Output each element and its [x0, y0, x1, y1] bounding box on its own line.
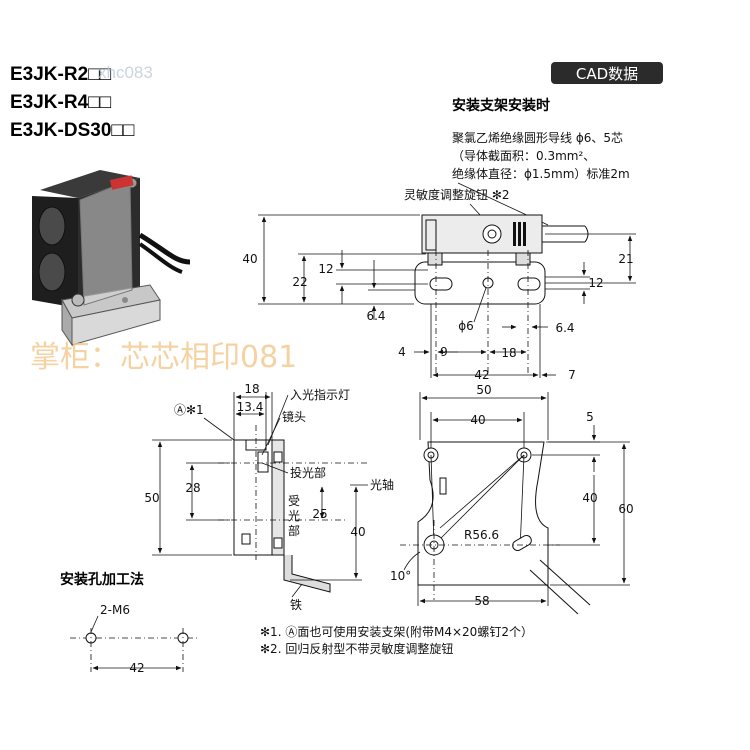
section-holes-title: 安装孔加工法 — [60, 571, 144, 588]
dim-bracket-50: 50 — [476, 383, 491, 397]
optical-axis-label: 光轴 — [370, 477, 394, 492]
dim-front-12-left: 12 — [318, 262, 333, 276]
sensitivity-knob-label: 灵敏度调整旋钮 ✻2 — [404, 187, 510, 202]
cad-badge[interactable] — [551, 62, 663, 84]
note-2: ✻2. 回归反射型不带灵敏度调整旋钮 — [260, 641, 453, 656]
dim-front-42: 42 — [474, 368, 489, 382]
dim-holes-42: 42 — [129, 661, 144, 675]
front-dimensions: 40 22 12 6.4 21 12 6.4 ϕ6 4 9 — [242, 214, 636, 382]
model-title-2: E3JK-R4□□ — [10, 92, 112, 113]
watermark-middle: 掌柜：芯芯相印081 — [30, 340, 297, 375]
dim-front-6-4-right: 6.4 — [555, 321, 574, 335]
cable-note-line2: （导体截面积：0.3mm²、 — [452, 149, 595, 163]
dim-front-7: 7 — [568, 368, 576, 382]
angle-label: 10° — [390, 569, 411, 583]
dim-front-40: 40 — [242, 252, 257, 266]
dim-front-6-4-left: 6.4 — [366, 309, 385, 323]
cable-note-line1: 聚氯乙烯绝缘圆形导线 ϕ6、5芯 — [452, 130, 623, 145]
side-dimensions: 18 13.4 Ⓐ✻1 入光指示灯 镜头 50 28 投光部 光轴 受 光 部 … — [144, 382, 394, 612]
dim-side-18: 18 — [244, 382, 259, 396]
dim-front-4: 4 — [398, 345, 406, 359]
dim-side-28: 28 — [185, 481, 200, 495]
dim-bracket-40-vertical: 40 — [582, 491, 597, 505]
dim-bracket-5: 5 — [586, 410, 594, 424]
cad-badge-label: CAD数据 — [576, 65, 638, 83]
model-title-3: E3JK-DS30□□ — [10, 120, 135, 141]
front-view — [414, 214, 589, 375]
dim-bracket-60: 60 — [618, 502, 633, 516]
receiver-label-2: 光 — [288, 509, 300, 523]
bracket-dimensions: 50 40 5 40 60 58 R56.6 10° — [390, 383, 634, 608]
receiver-label-3: 部 — [288, 523, 300, 538]
radius-label: R56.6 — [464, 528, 499, 542]
holes-label: 2-M6 — [100, 603, 130, 617]
dim-front-12-right: 12 — [588, 276, 603, 290]
iron-label: 铁 — [290, 598, 302, 612]
hole-diagram: 2-M6 42 — [70, 603, 200, 675]
watermark-top: xhc083 — [98, 63, 153, 82]
note-1: ✻1. Ⓐ面也可使用安装支架(附带M4×20螺钉2个） — [260, 624, 533, 639]
emitter-label: 投光部 — [290, 465, 326, 480]
dim-front-dia6: ϕ6 — [458, 319, 474, 333]
product-photo — [32, 170, 191, 347]
dim-front-22: 22 — [292, 275, 307, 289]
receiver-label-1: 受 — [288, 494, 300, 508]
dim-side-50: 50 — [144, 491, 159, 505]
dim-front-9: 9 — [440, 345, 448, 359]
dim-front-18: 18 — [501, 346, 516, 360]
face-a-label: Ⓐ✻1 — [174, 403, 204, 417]
model-title-1: E3JK-R2□□ — [10, 64, 112, 85]
dim-side-40: 40 — [350, 525, 365, 539]
incident-indicator-label: 入光指示灯 — [290, 387, 350, 402]
dim-side-13-4: 13.4 — [237, 400, 264, 414]
cable-note-line3: 绝缘体直径：ϕ1.5mm）标准2m — [452, 166, 630, 181]
side-view — [218, 425, 368, 593]
dim-bracket-40: 40 — [470, 413, 485, 427]
section-bracket-title: 安装支架安装时 — [452, 97, 550, 114]
lens-label: 镜头 — [282, 409, 306, 424]
dim-side-25: 25 — [312, 507, 327, 521]
dim-front-21: 21 — [618, 252, 633, 266]
dim-bracket-58: 58 — [474, 594, 489, 608]
